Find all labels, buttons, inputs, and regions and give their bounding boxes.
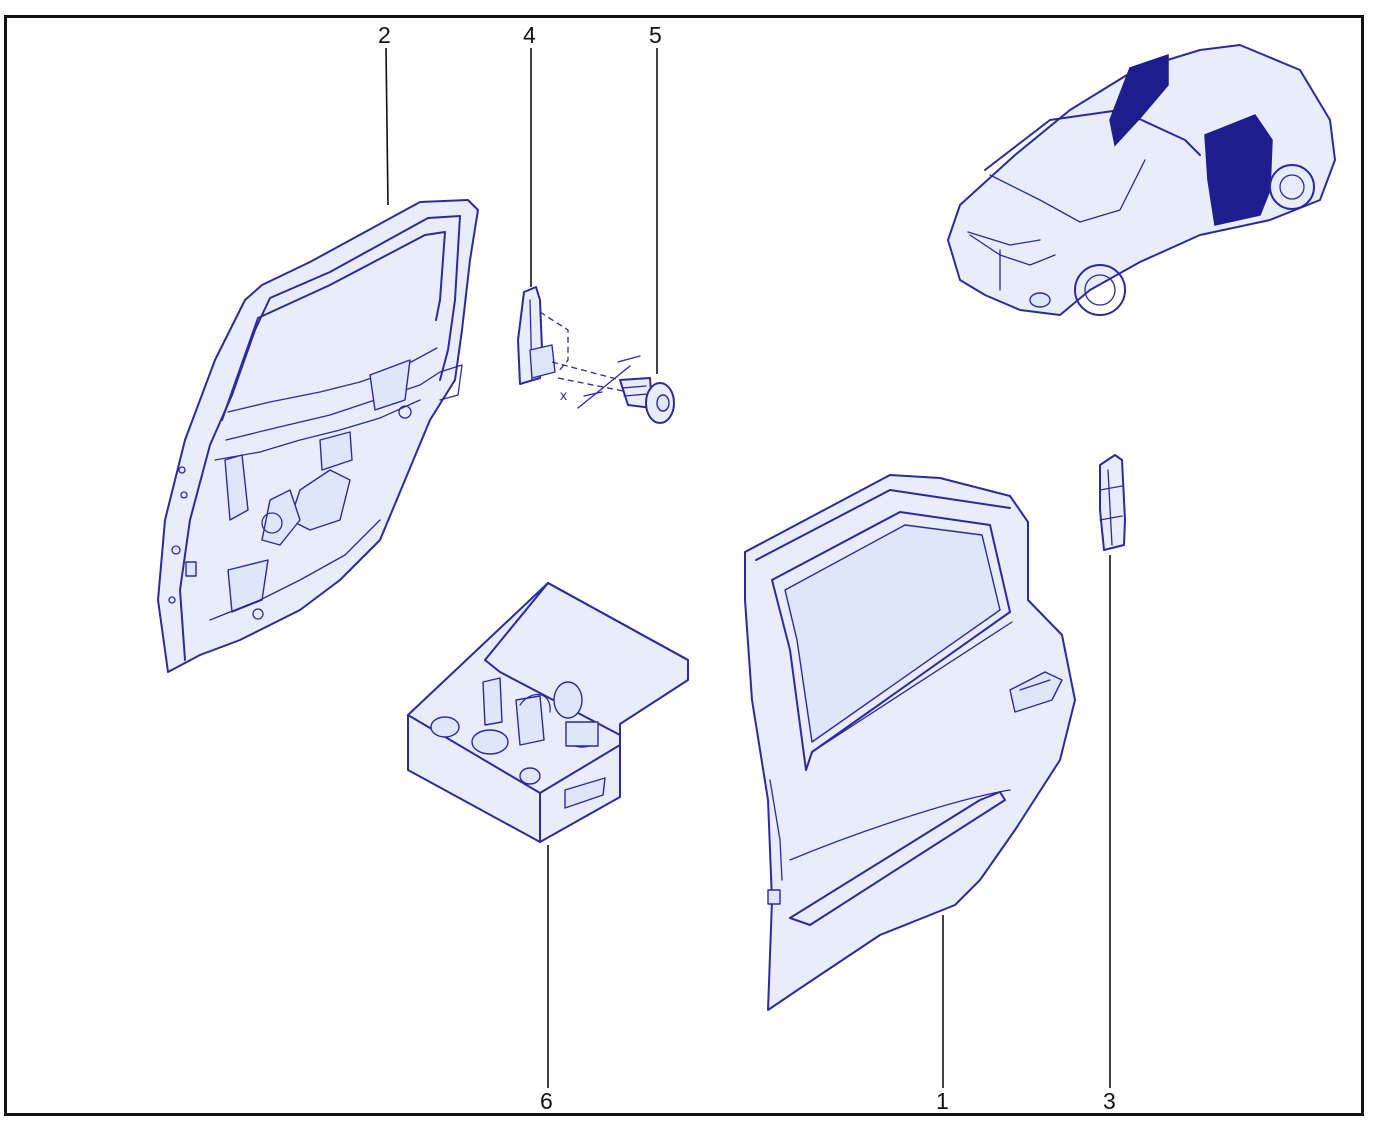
door-bracket-part-3 bbox=[1099, 454, 1126, 551]
leader-lines bbox=[385, 47, 1111, 1088]
clip-kit-box-part-6 bbox=[407, 582, 689, 843]
vehicle-location-sketch bbox=[947, 44, 1336, 316]
callout-5: 5 bbox=[649, 22, 662, 48]
door-outer-panel-part-1 bbox=[744, 474, 1076, 1011]
leader-2 bbox=[385, 47, 389, 206]
callout-1: 1 bbox=[936, 1088, 949, 1114]
callout-2: 2 bbox=[378, 22, 391, 48]
door-inner-frame bbox=[157, 199, 479, 673]
door-bracket-part-4 bbox=[517, 286, 629, 393]
dimension-x-label: x bbox=[560, 387, 567, 403]
callout-6: 6 bbox=[540, 1088, 553, 1114]
callout-4: 4 bbox=[523, 22, 536, 48]
screw-part-5 bbox=[577, 355, 675, 424]
callout-3: 3 bbox=[1103, 1088, 1116, 1114]
